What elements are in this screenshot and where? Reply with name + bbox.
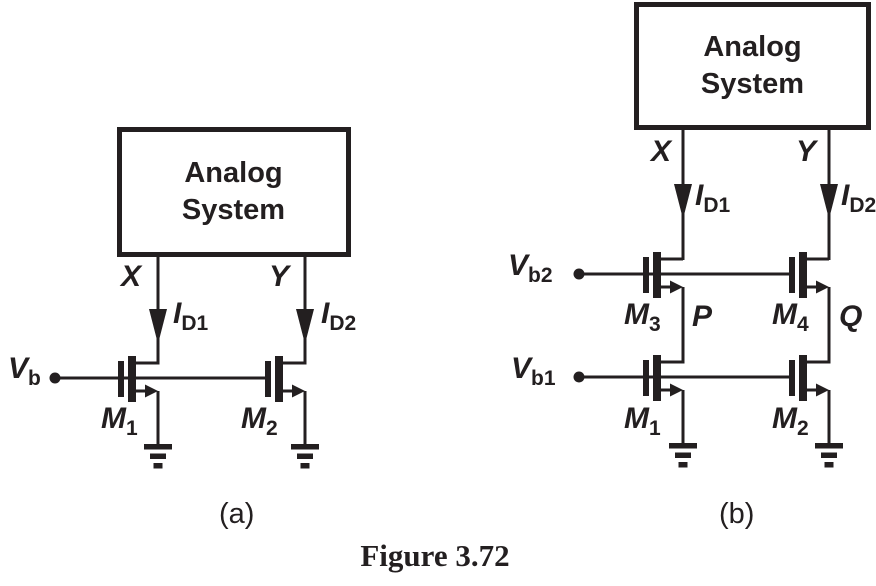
current-id2-label-b: ID2 [841,179,876,217]
current-id2-label-a: ID2 [321,297,357,335]
transistor-m1-label-a: M1 [101,402,138,440]
current-arrow-id2-b [820,184,838,219]
transistor-m3-label-b: M3 [624,298,661,336]
transistor-m2-b [787,353,831,403]
transistor-m4-b [787,250,831,300]
bias-vb-label: Vb [8,352,41,390]
connection-dot-vb2 [573,268,585,280]
ground-symbol-m1-a [144,444,172,469]
node-y-label-a: Y [269,260,290,293]
ground-symbol-m2-b [815,443,843,468]
connection-dot-vb1 [573,371,585,383]
current-id1-label-b: ID1 [695,179,731,217]
transistor-m2-label-b: M2 [772,402,809,440]
transistor-m2-label-a: M2 [241,402,278,440]
analog-system-box-a [117,127,351,257]
transistor-m2-a [263,354,307,404]
bias-vb2-label: Vb2 [508,249,553,287]
current-arrow-id2-a [296,309,314,344]
node-q-label: Q [839,300,863,333]
subfigure-caption-b: (b) [719,498,755,530]
node-x-label-a: X [121,260,142,293]
transistor-m1-label-b: M1 [624,402,661,440]
connection-dot-vb [49,372,61,384]
node-y-label-b: Y [796,135,817,168]
analog-system-box-b [634,2,871,130]
bias-vb1-label: Vb1 [511,352,556,390]
current-arrow-id1-a [149,309,167,344]
figure-caption: Figure 3.72 [360,538,510,573]
node-p-label: P [692,300,713,333]
transistor-m4-label-b: M4 [772,298,809,336]
analog-system-label-a: Analog System [181,157,286,226]
ground-symbol-m1-b [669,443,697,468]
analog-system-label-b: Analog System [700,31,805,100]
circuit-b-drawing [573,2,871,468]
current-id1-label-a: ID1 [173,297,209,335]
circuit-a-drawing [49,127,351,469]
ground-symbol-m2-a [291,444,319,469]
node-x-label-b: X [651,135,672,168]
subfigure-caption-a: (a) [219,498,255,530]
current-arrow-id1-b [674,184,692,219]
